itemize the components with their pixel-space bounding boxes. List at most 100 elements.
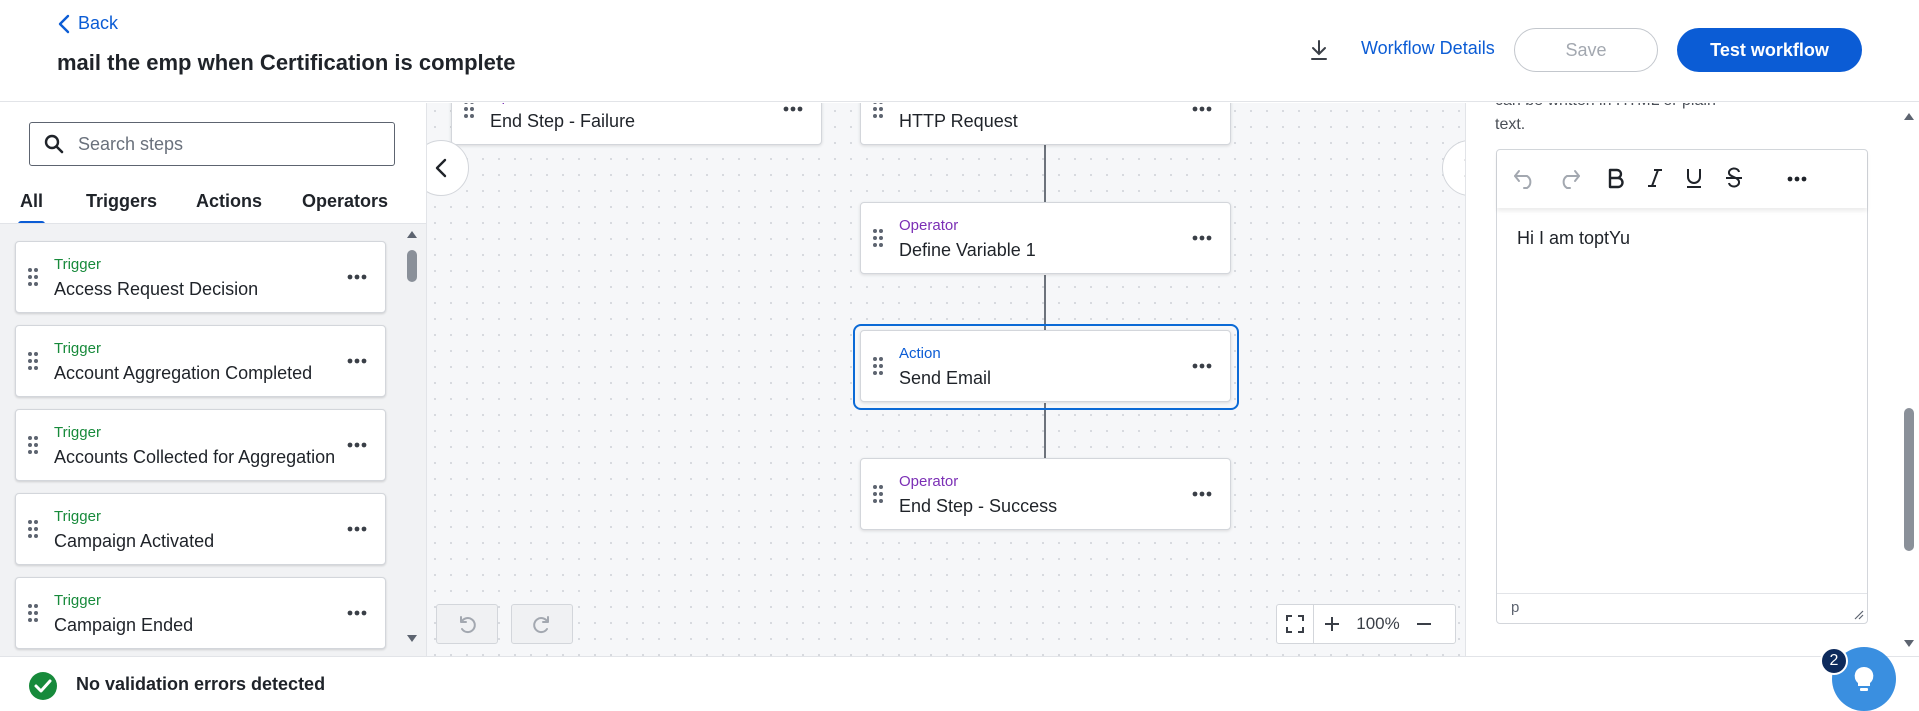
element-path: p xyxy=(1511,599,1520,616)
drag-handle-icon[interactable] xyxy=(872,484,884,504)
more-options-icon[interactable] xyxy=(347,274,367,280)
config-scrollbar[interactable] xyxy=(1899,103,1919,656)
scroll-thumb[interactable] xyxy=(407,250,417,282)
selection-ring xyxy=(853,324,1239,410)
redo-icon xyxy=(533,616,549,634)
resize-handle-icon[interactable] xyxy=(1852,608,1864,620)
workflow-node[interactable]: Operator End Step - Success xyxy=(860,458,1231,530)
plus-icon xyxy=(1325,617,1339,631)
scroll-up-icon[interactable] xyxy=(406,229,418,239)
drag-handle-icon[interactable] xyxy=(27,603,39,623)
connector-line xyxy=(1044,403,1046,459)
workflow-details-link[interactable]: Workflow Details xyxy=(1361,38,1495,58)
scroll-down-icon[interactable] xyxy=(406,634,418,644)
drag-handle-icon[interactable] xyxy=(872,103,884,119)
chevron-right-icon xyxy=(1464,159,1465,177)
step-name: Accounts Collected for Aggregation xyxy=(54,447,336,467)
tab-triggers[interactable]: Triggers xyxy=(86,191,158,211)
back-label: Back xyxy=(78,13,119,33)
field-help-text: can be written in HTML or plain text. xyxy=(1495,103,1716,133)
undo-icon[interactable] xyxy=(1513,167,1537,189)
fit-to-screen-button[interactable] xyxy=(1277,605,1313,643)
search-input[interactable] xyxy=(78,133,378,155)
collapse-right-panel-button[interactable] xyxy=(1442,140,1465,196)
step-name: Access Request Decision xyxy=(54,279,259,299)
drag-handle-icon[interactable] xyxy=(872,228,884,248)
italic-icon[interactable] xyxy=(1647,167,1663,189)
steps-scrollbar[interactable] xyxy=(403,225,421,653)
minus-icon xyxy=(1417,623,1431,625)
step-tabs: All Triggers Actions Operators xyxy=(0,183,426,226)
list-item[interactable]: Trigger Access Request Decision xyxy=(15,241,386,313)
more-options-icon[interactable] xyxy=(1192,363,1212,369)
list-item[interactable]: Trigger Accounts Collected for Aggregati… xyxy=(15,409,386,481)
bold-icon[interactable] xyxy=(1607,167,1625,189)
search-box[interactable] xyxy=(29,122,395,166)
scroll-thumb[interactable] xyxy=(1904,408,1914,551)
drag-handle-icon[interactable] xyxy=(27,519,39,539)
download-icon[interactable] xyxy=(1308,38,1330,62)
validation-footer: No validation errors detected xyxy=(0,656,1919,711)
step-name: Campaign Ended xyxy=(54,615,194,635)
node-type: Action xyxy=(899,103,941,105)
more-options-icon[interactable] xyxy=(1192,235,1212,241)
check-circle-icon xyxy=(29,672,57,700)
list-item[interactable]: Trigger Campaign Ended xyxy=(15,577,386,649)
scroll-up-icon[interactable] xyxy=(1903,111,1915,121)
more-options-icon[interactable] xyxy=(347,442,367,448)
back-link[interactable]: Back xyxy=(58,13,118,34)
workflow-node[interactable]: Operator Define Variable 1 xyxy=(860,202,1231,274)
email-body-editor[interactable]: Hi I am toptYu p xyxy=(1496,149,1868,624)
workflow-node-selected[interactable]: Action Send Email xyxy=(860,330,1231,402)
tab-operators[interactable]: Operators xyxy=(302,191,389,211)
editor-toolbar xyxy=(1497,150,1867,208)
workflow-node[interactable]: Action HTTP Request xyxy=(860,103,1231,145)
list-item[interactable]: Trigger Campaign Activated xyxy=(15,493,386,565)
undo-icon xyxy=(460,616,476,634)
node-name: Send Email xyxy=(899,368,992,388)
step-type: Trigger xyxy=(54,508,101,525)
workflow-title: mail the emp when Certification is compl… xyxy=(57,50,516,75)
tab-all[interactable]: All xyxy=(17,191,46,226)
workflow-canvas[interactable]: Operator End Step - Failure Action HTTP … xyxy=(426,103,1466,656)
drag-handle-icon[interactable] xyxy=(872,356,884,376)
zoom-controls: 100% xyxy=(1276,604,1456,644)
step-type: Trigger xyxy=(54,256,101,273)
more-options-icon[interactable] xyxy=(1192,106,1212,112)
chevron-left-icon xyxy=(58,14,70,33)
node-name: HTTP Request xyxy=(899,111,1018,131)
more-options-icon[interactable] xyxy=(347,358,367,364)
strikethrough-icon[interactable] xyxy=(1725,167,1743,189)
drag-handle-icon[interactable] xyxy=(27,351,39,371)
editor-statusbar: p xyxy=(1497,593,1867,623)
more-options-icon[interactable] xyxy=(1787,176,1807,182)
zoom-out-button[interactable] xyxy=(1406,605,1442,643)
scroll-down-icon[interactable] xyxy=(1903,639,1915,649)
steps-panel: All Triggers Actions Operators Trigger A… xyxy=(0,103,426,656)
more-options-icon[interactable] xyxy=(347,610,367,616)
header: Back mail the emp when Certification is … xyxy=(0,0,1919,102)
node-type: Operator xyxy=(899,473,959,490)
more-options-icon[interactable] xyxy=(783,106,803,112)
test-workflow-button[interactable]: Test workflow xyxy=(1677,28,1862,72)
redo-icon[interactable] xyxy=(1557,167,1581,189)
underline-icon[interactable] xyxy=(1685,167,1703,189)
undo-button[interactable] xyxy=(436,604,498,644)
drag-handle-icon[interactable] xyxy=(27,435,39,455)
more-options-icon[interactable] xyxy=(1192,491,1212,497)
more-options-icon[interactable] xyxy=(347,526,367,532)
drag-handle-icon[interactable] xyxy=(463,103,475,119)
node-name: End Step - Success xyxy=(899,496,1058,516)
editor-content[interactable]: Hi I am toptYu xyxy=(1517,228,1631,248)
drag-handle-icon[interactable] xyxy=(27,267,39,287)
redo-button[interactable] xyxy=(511,604,573,644)
validation-message: No validation errors detected xyxy=(76,674,326,694)
tab-actions[interactable]: Actions xyxy=(196,191,263,211)
chevron-left-icon xyxy=(435,158,447,178)
list-item[interactable]: Trigger Account Aggregation Completed xyxy=(15,325,386,397)
zoom-in-button[interactable] xyxy=(1314,605,1350,643)
save-button[interactable]: Save xyxy=(1514,28,1658,72)
lightbulb-icon xyxy=(1854,666,1874,691)
workflow-node[interactable]: Operator End Step - Failure xyxy=(451,103,822,145)
collapse-left-panel-button[interactable] xyxy=(427,140,469,196)
